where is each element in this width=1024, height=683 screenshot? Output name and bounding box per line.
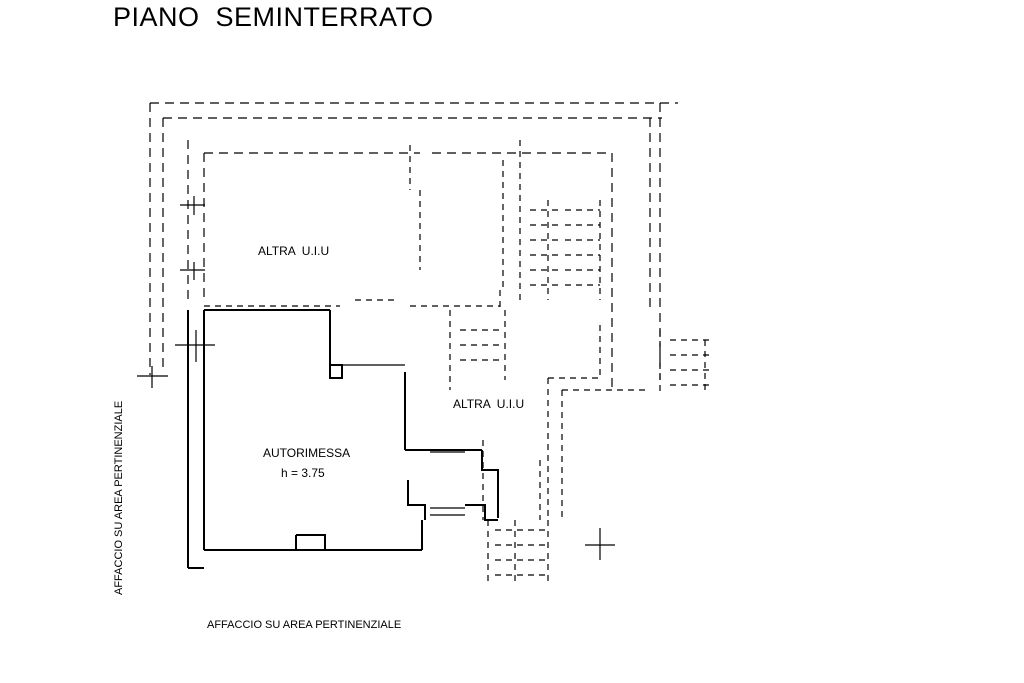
- room-label-autorimessa: AUTORIMESSA: [263, 446, 351, 460]
- plan-title: PIANO SEMINTERRATO: [113, 2, 434, 32]
- room-label-altra-uiu-right: ALTRA U.I.U: [453, 397, 525, 411]
- affaccio-bottom-label: AFFACCIO SU AREA PERTINENZIALE: [207, 619, 402, 631]
- affaccio-left-label: AFFACCIO SU AREA PERTINENZIALE: [113, 400, 125, 595]
- stair-hatching: [449, 140, 601, 390]
- lower-unit-dashed: [482, 325, 710, 585]
- autorimessa-walls: [175, 309, 499, 569]
- room-label-height: h = 3.75: [281, 466, 325, 480]
- room-label-altra-uiu-top: ALTRA U.I.U: [258, 244, 330, 258]
- upper-unit-dashed: [180, 140, 613, 390]
- outer-boundary-dashed: [137, 102, 678, 388]
